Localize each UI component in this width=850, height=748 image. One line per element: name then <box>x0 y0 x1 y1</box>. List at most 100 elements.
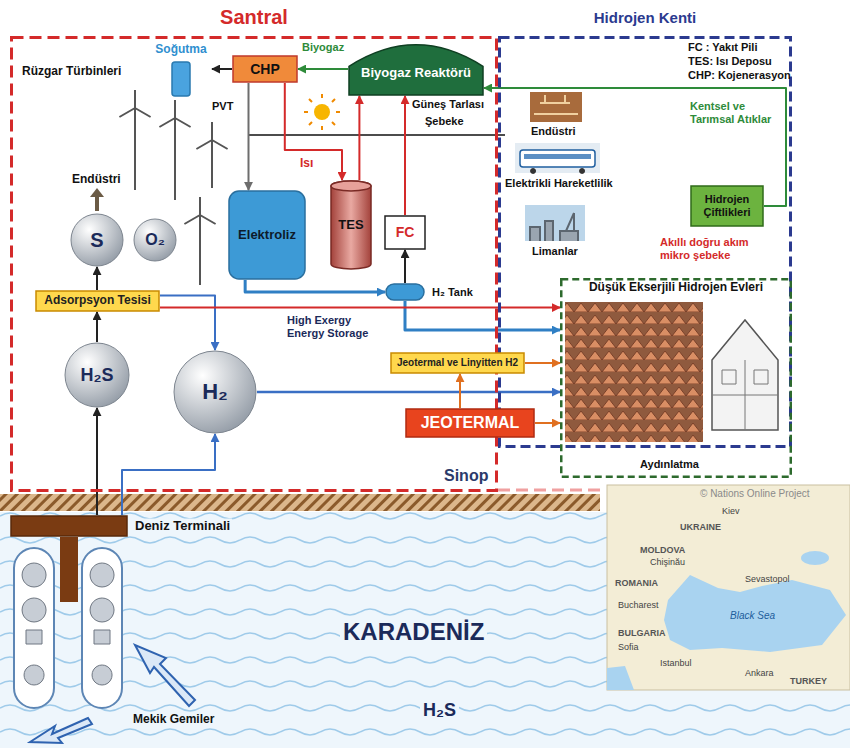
low-exergy-homes-box: Düşük Ekserjili Hidrojen Evleri <box>560 278 792 478</box>
part-label: Endüstri <box>72 172 121 186</box>
node-shape <box>691 186 763 226</box>
map-city: Kiev <box>722 506 740 517</box>
connectors <box>97 69 786 515</box>
geothermal-box: JEOTERMAL <box>405 408 535 438</box>
sulfur-sphere: S <box>70 213 124 267</box>
node-shape <box>500 38 791 447</box>
map-sea: Black Sea <box>730 610 775 622</box>
node-shape <box>331 181 371 269</box>
connector <box>122 434 215 515</box>
map-city: Ankara <box>745 668 774 679</box>
node-label: Adsorpsyon Tesisi <box>44 294 150 308</box>
port-photo <box>525 205 585 241</box>
node-shape <box>11 516 127 536</box>
node-shape <box>65 343 129 407</box>
node-shape <box>406 409 534 437</box>
connector <box>160 296 215 351</box>
node-label: H₂ <box>202 379 228 404</box>
node-shape <box>233 56 297 82</box>
port-cranes <box>530 213 578 241</box>
sun-rays <box>304 94 340 130</box>
ship-tanks <box>22 563 114 685</box>
connector <box>459 374 461 408</box>
edge-label: Isı <box>298 156 315 170</box>
key-note: CHP: Kojenerasyon <box>688 69 791 82</box>
electric-bus <box>520 150 595 167</box>
node-label: JEOTERMAL <box>421 414 520 432</box>
node-label: TES <box>338 218 363 233</box>
grid-line <box>249 134 506 136</box>
photo-caption: Elektrikli Hareketlilik <box>505 177 613 190</box>
region-heading: Hidrojen Kenti <box>458 9 832 27</box>
node-label: H₂S <box>80 365 113 386</box>
mobility-photo <box>515 143 600 173</box>
bus-wheels <box>530 168 585 174</box>
node-shape <box>331 181 371 191</box>
sun <box>314 104 330 120</box>
houses-photo <box>565 302 703 442</box>
terminal-pier <box>60 537 78 602</box>
map-country: BULGARIA <box>618 628 666 639</box>
edge-label: Biyogaz <box>300 41 346 54</box>
connector <box>405 301 560 330</box>
node-label: Jeotermal ve Linyitten H2 <box>397 357 518 369</box>
sea-terminal: Deniz Terminali <box>10 515 128 537</box>
node-label: S <box>90 229 103 252</box>
house-section-detail <box>712 360 778 430</box>
node-shape <box>36 291 159 311</box>
node-label: Elektroliz <box>238 228 296 243</box>
node-shape <box>385 216 425 249</box>
connector <box>96 267 98 290</box>
map-azov-sea <box>801 551 829 565</box>
connector <box>404 96 406 215</box>
node-shape <box>386 284 424 300</box>
connector <box>212 68 232 70</box>
map-black-sea <box>664 575 846 652</box>
node-shape <box>561 279 791 477</box>
h2s-sphere: H₂S <box>64 342 130 408</box>
node-label: H₂ Tank <box>430 286 475 299</box>
region-heading: Santral <box>0 5 538 29</box>
connector <box>285 83 342 180</box>
connector <box>525 362 560 364</box>
node-shape <box>71 214 123 266</box>
connector <box>245 280 385 292</box>
connector <box>96 312 98 342</box>
node-label: FC <box>396 224 415 240</box>
node-label: Hidrojen Çiftlikleri <box>695 193 759 218</box>
part-label: Rüzgar Türbinleri <box>22 64 121 78</box>
edge-label: High Exergy Energy Storage <box>285 314 389 340</box>
chp-box: CHP <box>232 55 298 83</box>
node-shape <box>172 62 190 96</box>
map-city: Bucharest <box>618 600 659 611</box>
wind-turbines <box>119 90 227 285</box>
shoreline <box>0 494 600 511</box>
sea-name: KARADENİZ <box>340 618 487 647</box>
key-note: TES: Isı Deposu <box>688 55 772 68</box>
node-outline <box>560 278 792 478</box>
cooling-tank: Soğutma <box>150 40 212 98</box>
map-country: ROMANIA <box>615 578 658 589</box>
part-label: Güneş Tarlası <box>412 98 484 111</box>
house-section <box>712 320 778 430</box>
bus-windows <box>524 154 591 159</box>
part-label: Şebeke <box>425 115 464 128</box>
map-city: Istanbul <box>660 658 692 669</box>
industry-photo <box>530 92 582 122</box>
map-watermark: © Nations Online Project <box>700 488 810 500</box>
node-shape <box>391 353 524 373</box>
heat-storage-tank: TES <box>330 180 372 270</box>
ship-route-arrow <box>135 645 195 706</box>
map-country: TURKEY <box>790 676 827 687</box>
ship-label: Mekik Gemiler <box>130 712 217 726</box>
node-shape <box>134 219 176 261</box>
photo-caption: Endüstri <box>531 125 576 138</box>
region-border-extension <box>498 489 605 492</box>
node-shape <box>229 191 305 279</box>
edge-label: Kentsel ve Tarımsal Atıklar <box>688 100 784 126</box>
node-label: Deniz Terminali <box>133 519 232 534</box>
place-name: Sinop <box>444 466 488 485</box>
oxygen-sphere: O₂ <box>133 218 177 262</box>
key-note: FC : Yakıt Pili <box>688 41 758 54</box>
